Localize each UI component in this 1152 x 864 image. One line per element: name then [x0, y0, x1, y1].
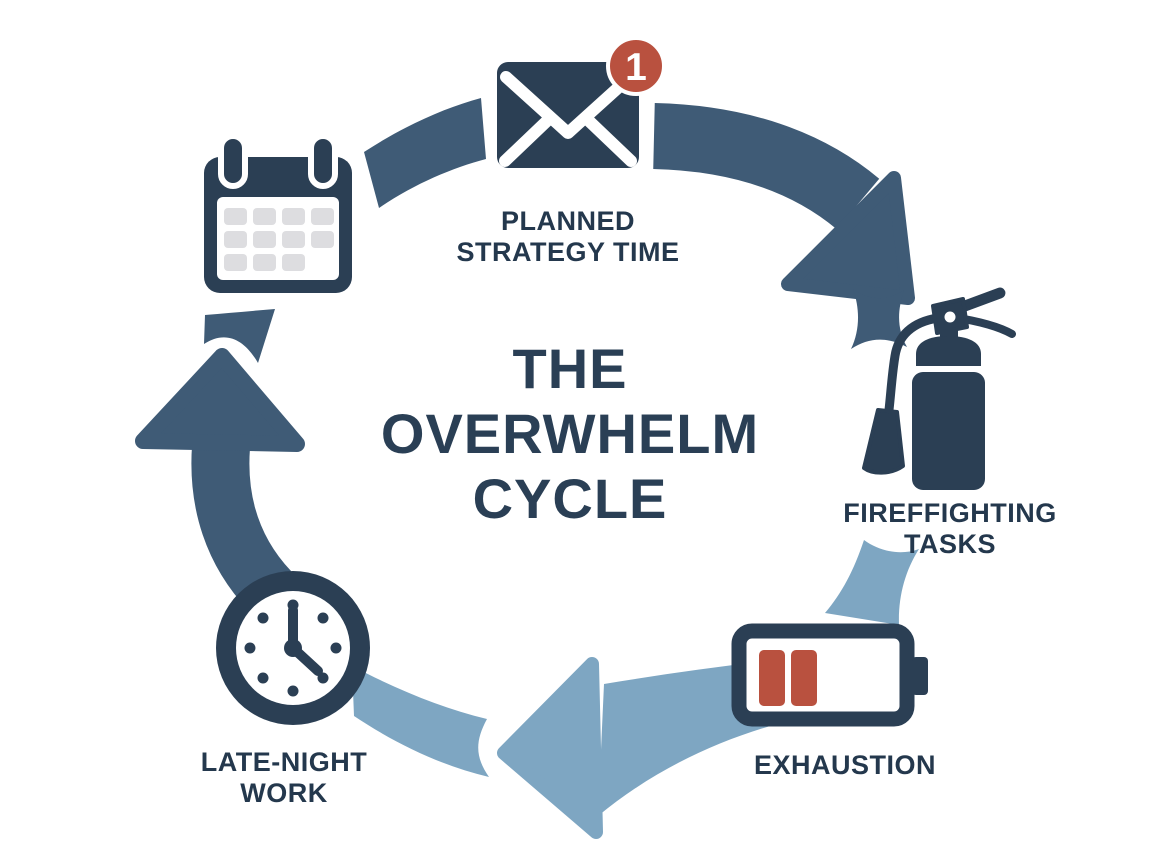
diagram-title-line1: THE	[512, 337, 628, 400]
label-firefighting-tasks: FIREFFIGHTING TASKS	[843, 498, 1056, 560]
arrow-calendar-to-email	[364, 98, 486, 208]
calendar-icon	[204, 133, 352, 293]
email-icon: 1	[497, 36, 666, 168]
arrow-clock-tail-segment	[352, 666, 489, 777]
diagram-title: THE OVERWHELM CYCLE	[381, 336, 759, 531]
calendar-grid	[224, 208, 334, 271]
diagram-title-line3: CYCLE	[472, 467, 668, 530]
arrow-extinguisher-to-battery	[825, 540, 919, 625]
badge-count: 1	[625, 46, 647, 89]
fire-extinguisher-icon	[862, 287, 1016, 490]
arrow-swoosh-accent	[851, 289, 907, 349]
notification-badge: 1	[606, 36, 666, 96]
label-late-night-work: LATE-NIGHT WORK	[201, 747, 367, 809]
label-planned-line1: PLANNED	[500, 206, 636, 236]
clock-icon	[216, 571, 370, 725]
label-latenight-line2: WORK	[240, 778, 328, 808]
arrow-clock-to-calendar	[135, 348, 305, 611]
arrow-calendar-tail-segment	[204, 309, 275, 363]
diagram-title-line2: OVERWHELM	[380, 402, 760, 465]
label-planned-line2: STRATEGY TIME	[456, 237, 680, 267]
label-exhaustion: EXHAUSTION	[754, 750, 936, 781]
label-latenight-line1: LATE-NIGHT	[200, 747, 368, 777]
battery-low-icon	[731, 623, 928, 727]
label-planned-strategy-time: PLANNED STRATEGY TIME	[456, 206, 679, 268]
arrow-email-to-extinguisher	[652, 103, 915, 305]
label-firefighting-line2: TASKS	[903, 529, 997, 559]
label-firefighting-line1: FIREFFIGHTING	[843, 498, 1057, 528]
label-exhaustion-line1: EXHAUSTION	[753, 750, 937, 780]
